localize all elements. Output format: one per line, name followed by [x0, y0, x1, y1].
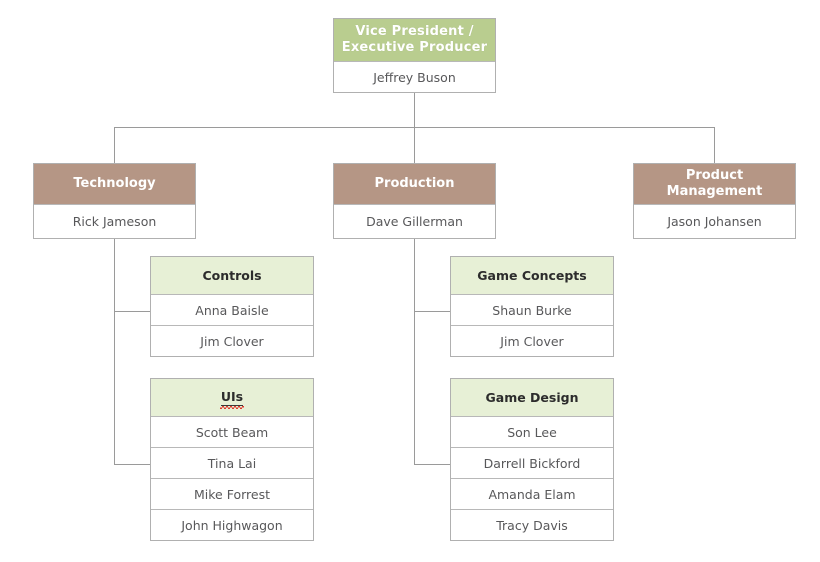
- node-uis-member-3[interactable]: Mike Forrest: [151, 478, 313, 509]
- node-production[interactable]: Production Dave Gillerman: [333, 163, 496, 239]
- node-controls-header: Controls: [151, 257, 313, 294]
- node-uis-member-2[interactable]: Tina Lai: [151, 447, 313, 478]
- node-product-management[interactable]: Product Management Jason Johansen: [633, 163, 796, 239]
- connector-production-spine: [414, 232, 415, 464]
- connector-drop-technology: [114, 127, 115, 164]
- node-technology-member-1[interactable]: Rick Jameson: [34, 204, 195, 238]
- connector-technology-to-uis: [114, 464, 151, 465]
- node-technology[interactable]: Technology Rick Jameson: [33, 163, 196, 239]
- node-production-member-1[interactable]: Dave Gillerman: [334, 204, 495, 238]
- connector-production-to-game-concepts: [414, 311, 451, 312]
- node-game-design-member-4[interactable]: Tracy Davis: [451, 509, 613, 540]
- connector-drop-production: [414, 127, 415, 164]
- node-controls-member-2[interactable]: Jim Clover: [151, 325, 313, 356]
- node-controls[interactable]: Controls Anna Baisle Jim Clover: [150, 256, 314, 357]
- node-vice-president-title-line2: Executive Producer: [341, 40, 488, 55]
- node-controls-member-1[interactable]: Anna Baisle: [151, 294, 313, 325]
- node-uis-header: UIs: [151, 379, 313, 416]
- node-uis-member-1[interactable]: Scott Beam: [151, 416, 313, 447]
- connector-technology-to-controls: [114, 311, 151, 312]
- node-vice-president[interactable]: Vice President / Executive Producer Jeff…: [333, 18, 496, 93]
- connector-drop-product-management: [714, 127, 715, 164]
- node-production-header: Production: [334, 164, 495, 204]
- node-game-design-member-2[interactable]: Darrell Bickford: [451, 447, 613, 478]
- connector-technology-spine: [114, 232, 115, 464]
- connector-vp-stem: [414, 92, 415, 128]
- node-product-management-header: Product Management: [634, 164, 795, 204]
- node-game-design-member-3[interactable]: Amanda Elam: [451, 478, 613, 509]
- node-game-concepts[interactable]: Game Concepts Shaun Burke Jim Clover: [450, 256, 614, 357]
- node-vice-president-title-line1: Vice President /: [355, 23, 474, 39]
- node-uis-member-4[interactable]: John Highwagon: [151, 509, 313, 540]
- node-uis-title: UIs: [219, 389, 245, 409]
- node-game-design-header: Game Design: [451, 379, 613, 416]
- node-product-management-member-1[interactable]: Jason Johansen: [634, 204, 795, 238]
- connector-production-to-game-design: [414, 464, 451, 465]
- node-game-design[interactable]: Game Design Son Lee Darrell Bickford Ama…: [450, 378, 614, 541]
- node-game-concepts-member-2[interactable]: Jim Clover: [451, 325, 613, 356]
- node-uis[interactable]: UIs Scott Beam Tina Lai Mike Forrest Joh…: [150, 378, 314, 541]
- node-vice-president-member-1[interactable]: Jeffrey Buson: [334, 61, 495, 92]
- node-game-design-member-1[interactable]: Son Lee: [451, 416, 613, 447]
- node-technology-header: Technology: [34, 164, 195, 204]
- node-game-concepts-member-1[interactable]: Shaun Burke: [451, 294, 613, 325]
- node-vice-president-header: Vice President / Executive Producer: [334, 19, 495, 61]
- node-game-concepts-header: Game Concepts: [451, 257, 613, 294]
